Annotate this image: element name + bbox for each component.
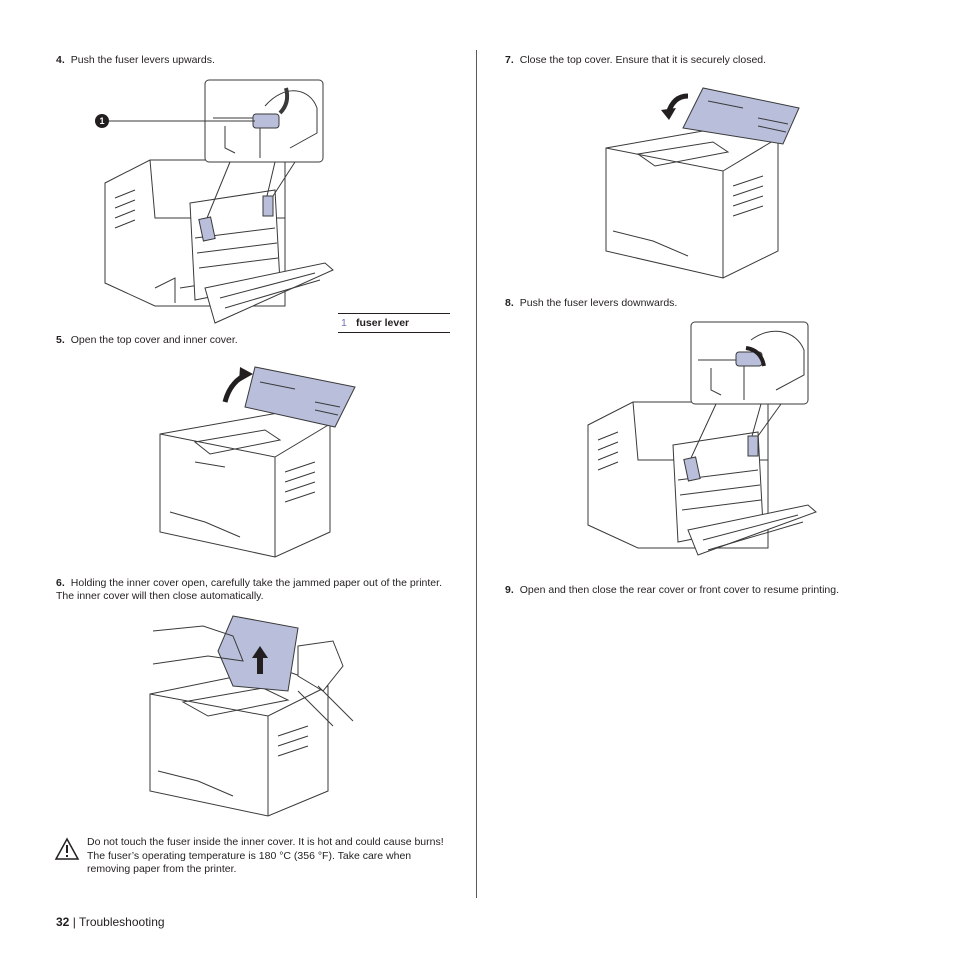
callout-legend: 1 fuser lever [338,313,450,333]
step-number: 7. [505,54,514,66]
step-text: Push the fuser levers downwards. [519,297,678,309]
step-text: Open the top cover and inner cover. [70,334,238,346]
warning-text: Do not touch the fuser inside the inner … [87,836,444,875]
step-text: Close the top cover. Ensure that it is s… [519,54,767,66]
step-text: Push the fuser levers upwards. [70,54,215,66]
page-footer: 32 | Troubleshooting [56,915,165,929]
step-7: 7. Close the top cover. Ensure that it is… [505,54,766,67]
step-6: 6.Holding the inner cover open, carefull… [56,577,456,603]
footer-separator: | [69,915,79,929]
illustration-fuser-lever-up [104,79,334,324]
callout-number: 1 [341,317,347,329]
step-number: 4. [56,54,65,66]
step-4: 4. Push the fuser levers upwards. [56,54,215,67]
section-name: Troubleshooting [78,915,165,929]
column-divider [476,50,477,898]
step-number: 9. [505,584,514,596]
step-text: Holding the inner cover open, carefully … [56,577,442,602]
step-5: 5. Open the top cover and inner cover. [56,334,238,347]
illustration-close-top-cover [605,87,800,279]
illustration-remove-paper [149,615,354,817]
illustration-open-top-cover [159,366,356,558]
step-number: 8. [505,297,514,309]
illustration-fuser-lever-down [587,321,817,556]
step-number: 6. [56,577,65,589]
callout-label: fuser lever [356,317,410,329]
step-8: 8. Push the fuser levers downwards. [505,297,677,310]
page-number: 32 [56,915,70,929]
step-text: Open and then close the rear cover or fr… [519,584,840,596]
callout-badge: 1 [95,114,109,128]
step-9: 9. Open and then close the rear cover or … [505,584,839,597]
warning-triangle-icon [54,837,80,860]
step-number: 5. [56,334,65,346]
